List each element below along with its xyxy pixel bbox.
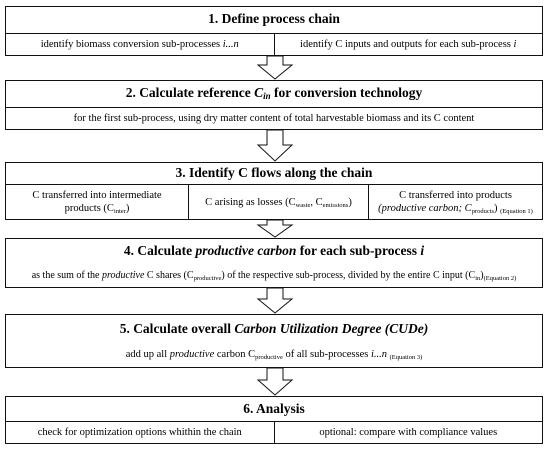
- step-1-cell-right-ital: i: [513, 39, 517, 50]
- step-4-equation-ref: (Equation 2): [483, 274, 517, 282]
- step-3-cell-intermediate-after: ): [125, 203, 130, 214]
- step-5-box: 5. Calculate overall Carbon Utilization …: [5, 314, 543, 368]
- step-2-title-pre: 2. Calculate reference: [125, 85, 255, 100]
- step-1-cell-right: identify C inputs and outputs for each s…: [273, 34, 543, 55]
- step-5-desc-a: add up all: [125, 348, 170, 360]
- step-3-cell-intermediate-line2: products (C: [64, 203, 114, 214]
- step-5-desc-ital2: i...n: [370, 348, 387, 360]
- step-2-desc: for the first sub-process, using dry mat…: [73, 113, 475, 124]
- step-5-equation-ref: (Equation 3): [389, 353, 423, 361]
- step-6-cell-left: check for optimization options whithin t…: [37, 427, 242, 438]
- step-5-desc-sub: productive: [255, 353, 283, 361]
- down-arrow-icon: [256, 288, 294, 314]
- step-3-equation-ref: (Equation 1): [500, 208, 533, 215]
- step-3-cell-intermediate-sub: inter: [113, 208, 126, 215]
- step-5-title: 5. Calculate overall Carbon Utilization …: [6, 315, 542, 341]
- step-3-cell-losses-after: ): [348, 196, 352, 208]
- step-3-cell-products: C transferred into products (productive …: [368, 185, 542, 219]
- step-2-title-sub: in: [263, 91, 271, 101]
- step-4-title-pre: 4. Calculate: [123, 243, 196, 258]
- step-3-cell-losses: C arising as losses (Cwaste, Cemissions): [188, 185, 368, 219]
- step-1-cell-left-text: identify biomass conversion sub-processe…: [40, 39, 221, 50]
- step-4-title: 4. Calculate productive carbon for each …: [6, 239, 542, 263]
- step-2-title-sym: C: [254, 85, 264, 100]
- step-4-desc-sub2: in: [475, 274, 481, 282]
- step-4-desc: as the sum of the productive C shares (C…: [6, 263, 542, 287]
- step-5-title-pre: 5. Calculate overall: [119, 321, 235, 336]
- step-3-box: 3. Identify C flows along the chain C tr…: [5, 162, 543, 220]
- step-3-title: 3. Identify C flows along the chain: [6, 163, 542, 185]
- step-6-box: 6. Analysis check for optimization optio…: [5, 396, 543, 444]
- step-3-cell-losses-text: C arising as losses (C: [205, 196, 296, 208]
- step-4-title-i: i: [420, 243, 425, 258]
- step-5-desc-b: carbon C: [214, 348, 256, 360]
- down-arrow-icon: [256, 56, 294, 80]
- down-arrow-icon: [256, 130, 294, 162]
- step-4-box: 4. Calculate productive carbon for each …: [5, 238, 543, 288]
- step-5-desc-ital: productive: [169, 348, 215, 360]
- step-3-cell-products-line1: C transferred into products: [399, 190, 512, 201]
- step-4-desc-ital: productive: [101, 269, 145, 281]
- step-4-desc-b: C shares (C: [144, 269, 194, 281]
- step-6-cell-right: optional: compare with compliance values: [273, 422, 543, 443]
- step-3-cell-intermediate: C transferred into intermediate products…: [6, 185, 188, 219]
- step-4-desc-c: ) of the respective sub-process, divided…: [221, 269, 476, 281]
- step-2-box: 2. Calculate reference Cin for conversio…: [5, 80, 543, 130]
- step-3-cell-products-ital: (productive carbon; C: [378, 203, 472, 214]
- step-4-desc-d: ): [480, 269, 484, 281]
- step-1-title: 1. Define process chain: [6, 7, 542, 34]
- step-3-cell-losses-mid: , C: [310, 196, 323, 208]
- step-4-title-ital: productive carbon: [195, 243, 297, 258]
- step-4-desc-a: as the sum of the: [31, 269, 102, 281]
- step-1-box: 1. Define process chain identify biomass…: [5, 6, 543, 56]
- step-6-title: 6. Analysis: [6, 397, 542, 422]
- step-2-title: 2. Calculate reference Cin for conversio…: [6, 81, 542, 108]
- step-3-cell-products-sub: products: [471, 208, 495, 215]
- step-2-title-post: for conversion technology: [270, 85, 423, 100]
- step-1-cell-left-ital: i...n: [222, 39, 239, 50]
- step-3-cell-products-after: ): [494, 203, 498, 214]
- step-5-title-ital: Carbon Utilization Degree (CUDe): [234, 321, 429, 336]
- down-arrow-icon: [256, 220, 294, 238]
- down-arrow-icon: [256, 368, 294, 396]
- step-5-desc: add up all productive carbon Cproductive…: [6, 341, 542, 367]
- step-5-desc-c: of all sub-processes: [282, 348, 371, 360]
- step-3-cell-losses-sub1: waste: [295, 201, 311, 209]
- step-1-cell-left: identify biomass conversion sub-processe…: [6, 34, 274, 55]
- step-1-cell-right-text: identify C inputs and outputs for each s…: [300, 39, 511, 50]
- step-4-title-post: for each sub-process: [296, 243, 421, 258]
- step-3-cell-losses-sub2: emissions: [322, 201, 349, 209]
- step-4-desc-sub: productive: [193, 274, 222, 282]
- step-3-cell-intermediate-line1: C transferred into intermediate: [32, 190, 162, 201]
